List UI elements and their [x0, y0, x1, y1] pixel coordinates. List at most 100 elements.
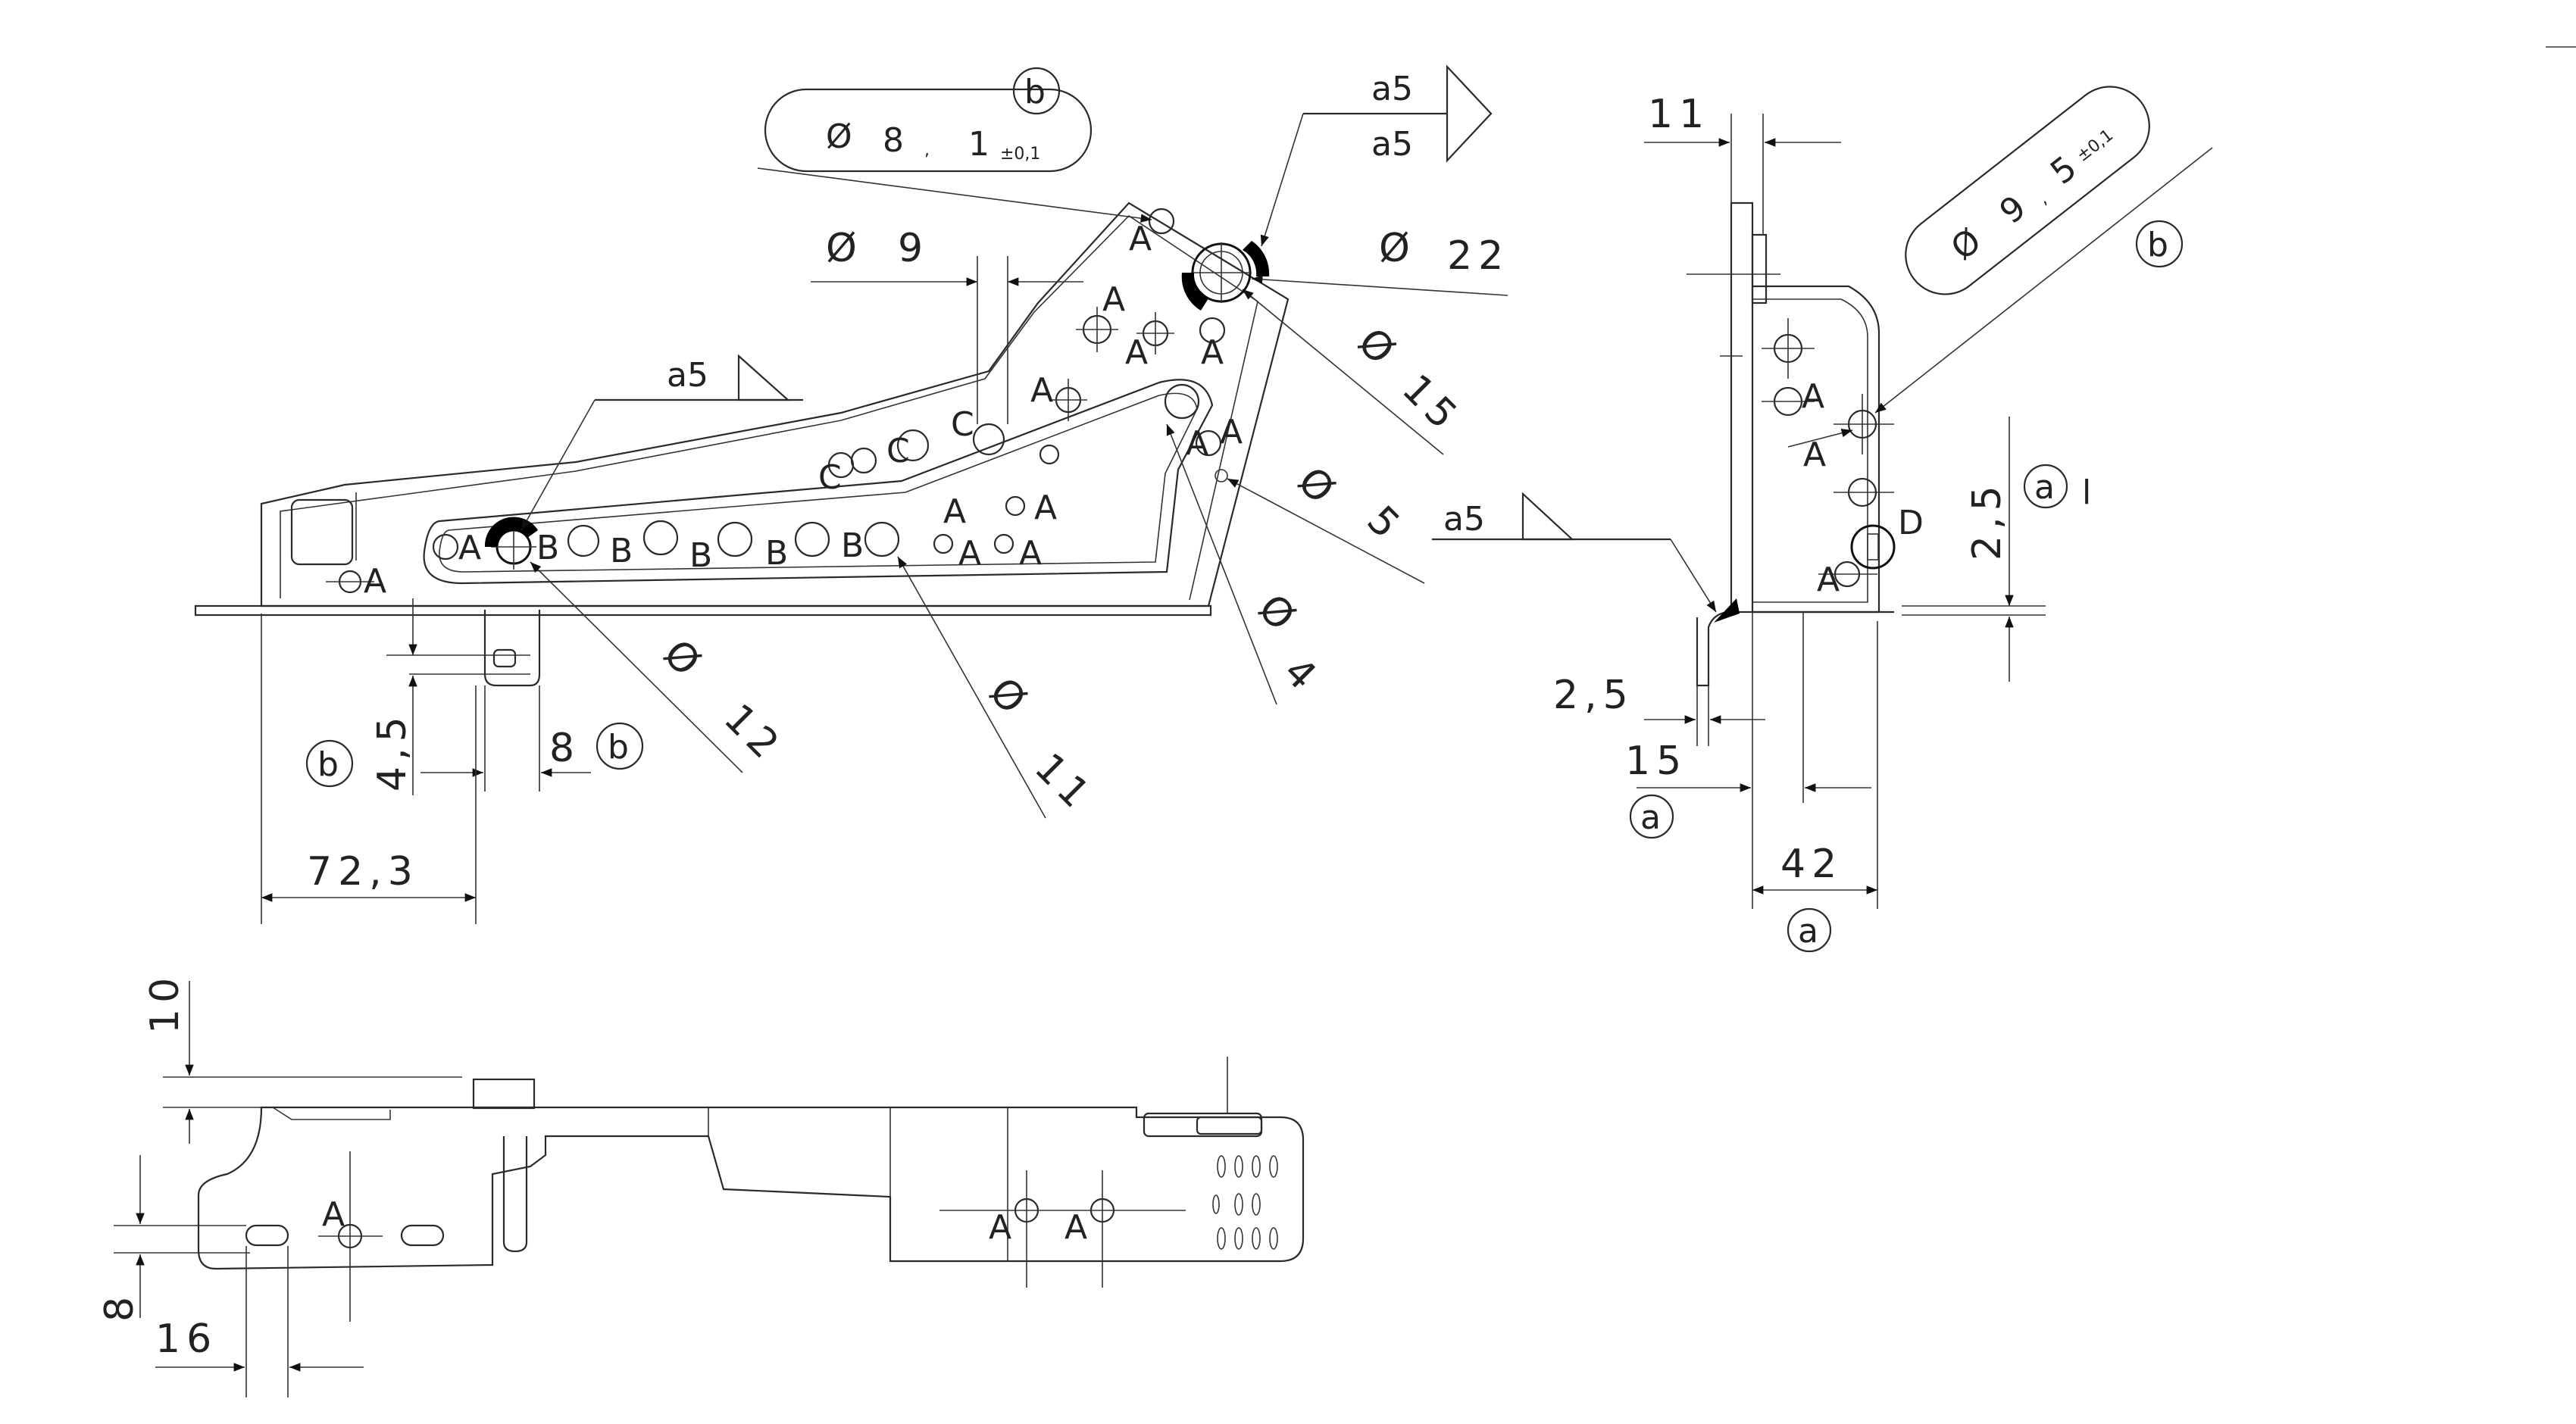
top-view: A A A 10 8 16	[97, 972, 1305, 1397]
hole-label-c: C	[818, 458, 842, 497]
dia-tolerance: ±0,1	[1000, 145, 1040, 164]
dia-15-symbol: Ø	[1349, 320, 1407, 378]
slot	[400, 1224, 445, 1247]
label-a: A	[1802, 377, 1824, 416]
top-tab	[472, 1078, 536, 1110]
ref-letter: a	[1798, 912, 1818, 951]
dia-decimal-sep: ,	[924, 141, 930, 160]
hole-label-a: A	[1129, 220, 1152, 258]
hole	[642, 520, 679, 556]
hole-label-c: C	[886, 432, 910, 470]
label-a: A	[1803, 436, 1826, 474]
hole-label-a: A	[1125, 333, 1148, 372]
callout-bubble-rotated: Ø 9 , 5 ±0,1	[1905, 86, 2150, 295]
hole	[567, 524, 600, 557]
slot	[245, 1224, 289, 1247]
dim-2-5-right: 2,5	[1965, 479, 2010, 561]
hole-label-a: A	[1030, 371, 1053, 410]
bottom-clip	[483, 610, 541, 687]
dim-8: 8	[549, 726, 580, 771]
dia-decimal-sep: ,	[2035, 190, 2051, 208]
hole	[972, 423, 1005, 456]
weld-mark	[1181, 273, 1208, 311]
label-a: A	[1064, 1208, 1087, 1247]
dia-tolerance: ±0,1	[2074, 126, 2117, 166]
dia-12-symbol: Ø	[655, 631, 713, 689]
front-bracket	[1752, 285, 1880, 614]
ref-letter: b	[1024, 73, 1046, 111]
hole-label-a: A	[1220, 413, 1243, 451]
ref-letter: b	[2147, 226, 2168, 264]
weld-label: a5	[1371, 125, 1413, 164]
top-view-outline	[197, 1106, 1305, 1270]
front-plate	[1730, 201, 1754, 614]
bracket-outline	[260, 201, 1290, 607]
hole-label-b: B	[841, 526, 864, 565]
hole-label-a: A	[1201, 333, 1224, 372]
front-centre-lines	[1687, 273, 1894, 575]
dim-8: 8	[97, 1291, 142, 1322]
ref-circle	[596, 722, 644, 770]
weld-label: a5	[1443, 500, 1485, 539]
ref-letter: a	[2034, 468, 2055, 507]
base-plate	[194, 604, 1212, 617]
hole	[1199, 317, 1226, 344]
label-a: A	[322, 1195, 345, 1234]
label-a: A	[1817, 561, 1840, 599]
dia-9-value: 9	[898, 226, 929, 271]
weld-label: a5	[1371, 70, 1413, 108]
ref-circle	[1629, 794, 1674, 839]
hole	[717, 521, 753, 557]
dia-decimal: 1	[968, 125, 989, 164]
hole-label-b: B	[689, 536, 712, 575]
detail-d-circle	[1850, 524, 1896, 570]
hole	[432, 533, 459, 561]
ref-letter: a	[1640, 798, 1661, 837]
dia-5-value: 5	[1358, 498, 1412, 551]
hole-label-a: A	[1034, 489, 1057, 527]
dia-4-symbol: Ø	[1249, 586, 1308, 644]
weld-mark	[1243, 241, 1270, 276]
dim-42: 42	[1780, 842, 1843, 887]
hole	[1195, 429, 1222, 457]
side-view: Ø 8 , 1 ±0,1 b a5 a5 Ø 9 Ø 22 Ø 15 Ø 5 Ø	[194, 64, 1509, 924]
weld-label: a5	[667, 356, 708, 395]
hole-label-a: A	[958, 534, 981, 573]
label-a: A	[989, 1208, 1011, 1247]
dia-9-symbol: Ø	[826, 226, 863, 271]
front-view: 11 Ø 9 , 5 ±0,1 b A A A D 2,5 a l a5	[1432, 86, 2213, 953]
ref-letter: b	[317, 745, 339, 784]
dia-12-value: 12	[715, 695, 792, 772]
dia-value: 8	[883, 121, 904, 160]
hole-label-a: A	[1186, 424, 1208, 463]
dim-15: 15	[1625, 739, 1687, 784]
dia-symbol: Ø	[1944, 221, 1989, 268]
dia-22-value: 22	[1447, 233, 1509, 279]
hole-5-boss	[1164, 383, 1200, 420]
hole-label-a: A	[943, 492, 966, 531]
tick-mark: l	[2082, 473, 2091, 512]
callout-bubble	[764, 88, 1093, 173]
hole	[850, 447, 877, 474]
hole-11	[864, 521, 900, 557]
hole-label-b: B	[765, 534, 788, 573]
hole-label-b: B	[536, 529, 559, 567]
ref-circle	[305, 739, 354, 788]
hole	[1039, 444, 1060, 465]
dim-16: 16	[155, 1316, 217, 1362]
hole-labels: A A A A A A A A A A A A A B B B B B C C …	[364, 220, 1243, 601]
hole	[1005, 495, 1026, 517]
left-tab	[290, 498, 354, 566]
dia-11-value: 11	[1026, 745, 1102, 821]
ref-circle	[1012, 67, 1061, 115]
hole-label-b: B	[610, 532, 633, 570]
hole-5	[1215, 469, 1228, 482]
hole	[933, 533, 954, 554]
dim-11: 11	[1648, 92, 1710, 137]
ref-circle	[2023, 464, 2068, 509]
bracket-slot	[423, 379, 1214, 585]
ref-circle	[1787, 907, 1832, 953]
dia-5-symbol: Ø	[1289, 458, 1347, 517]
dia-symbol: Ø	[826, 117, 852, 156]
